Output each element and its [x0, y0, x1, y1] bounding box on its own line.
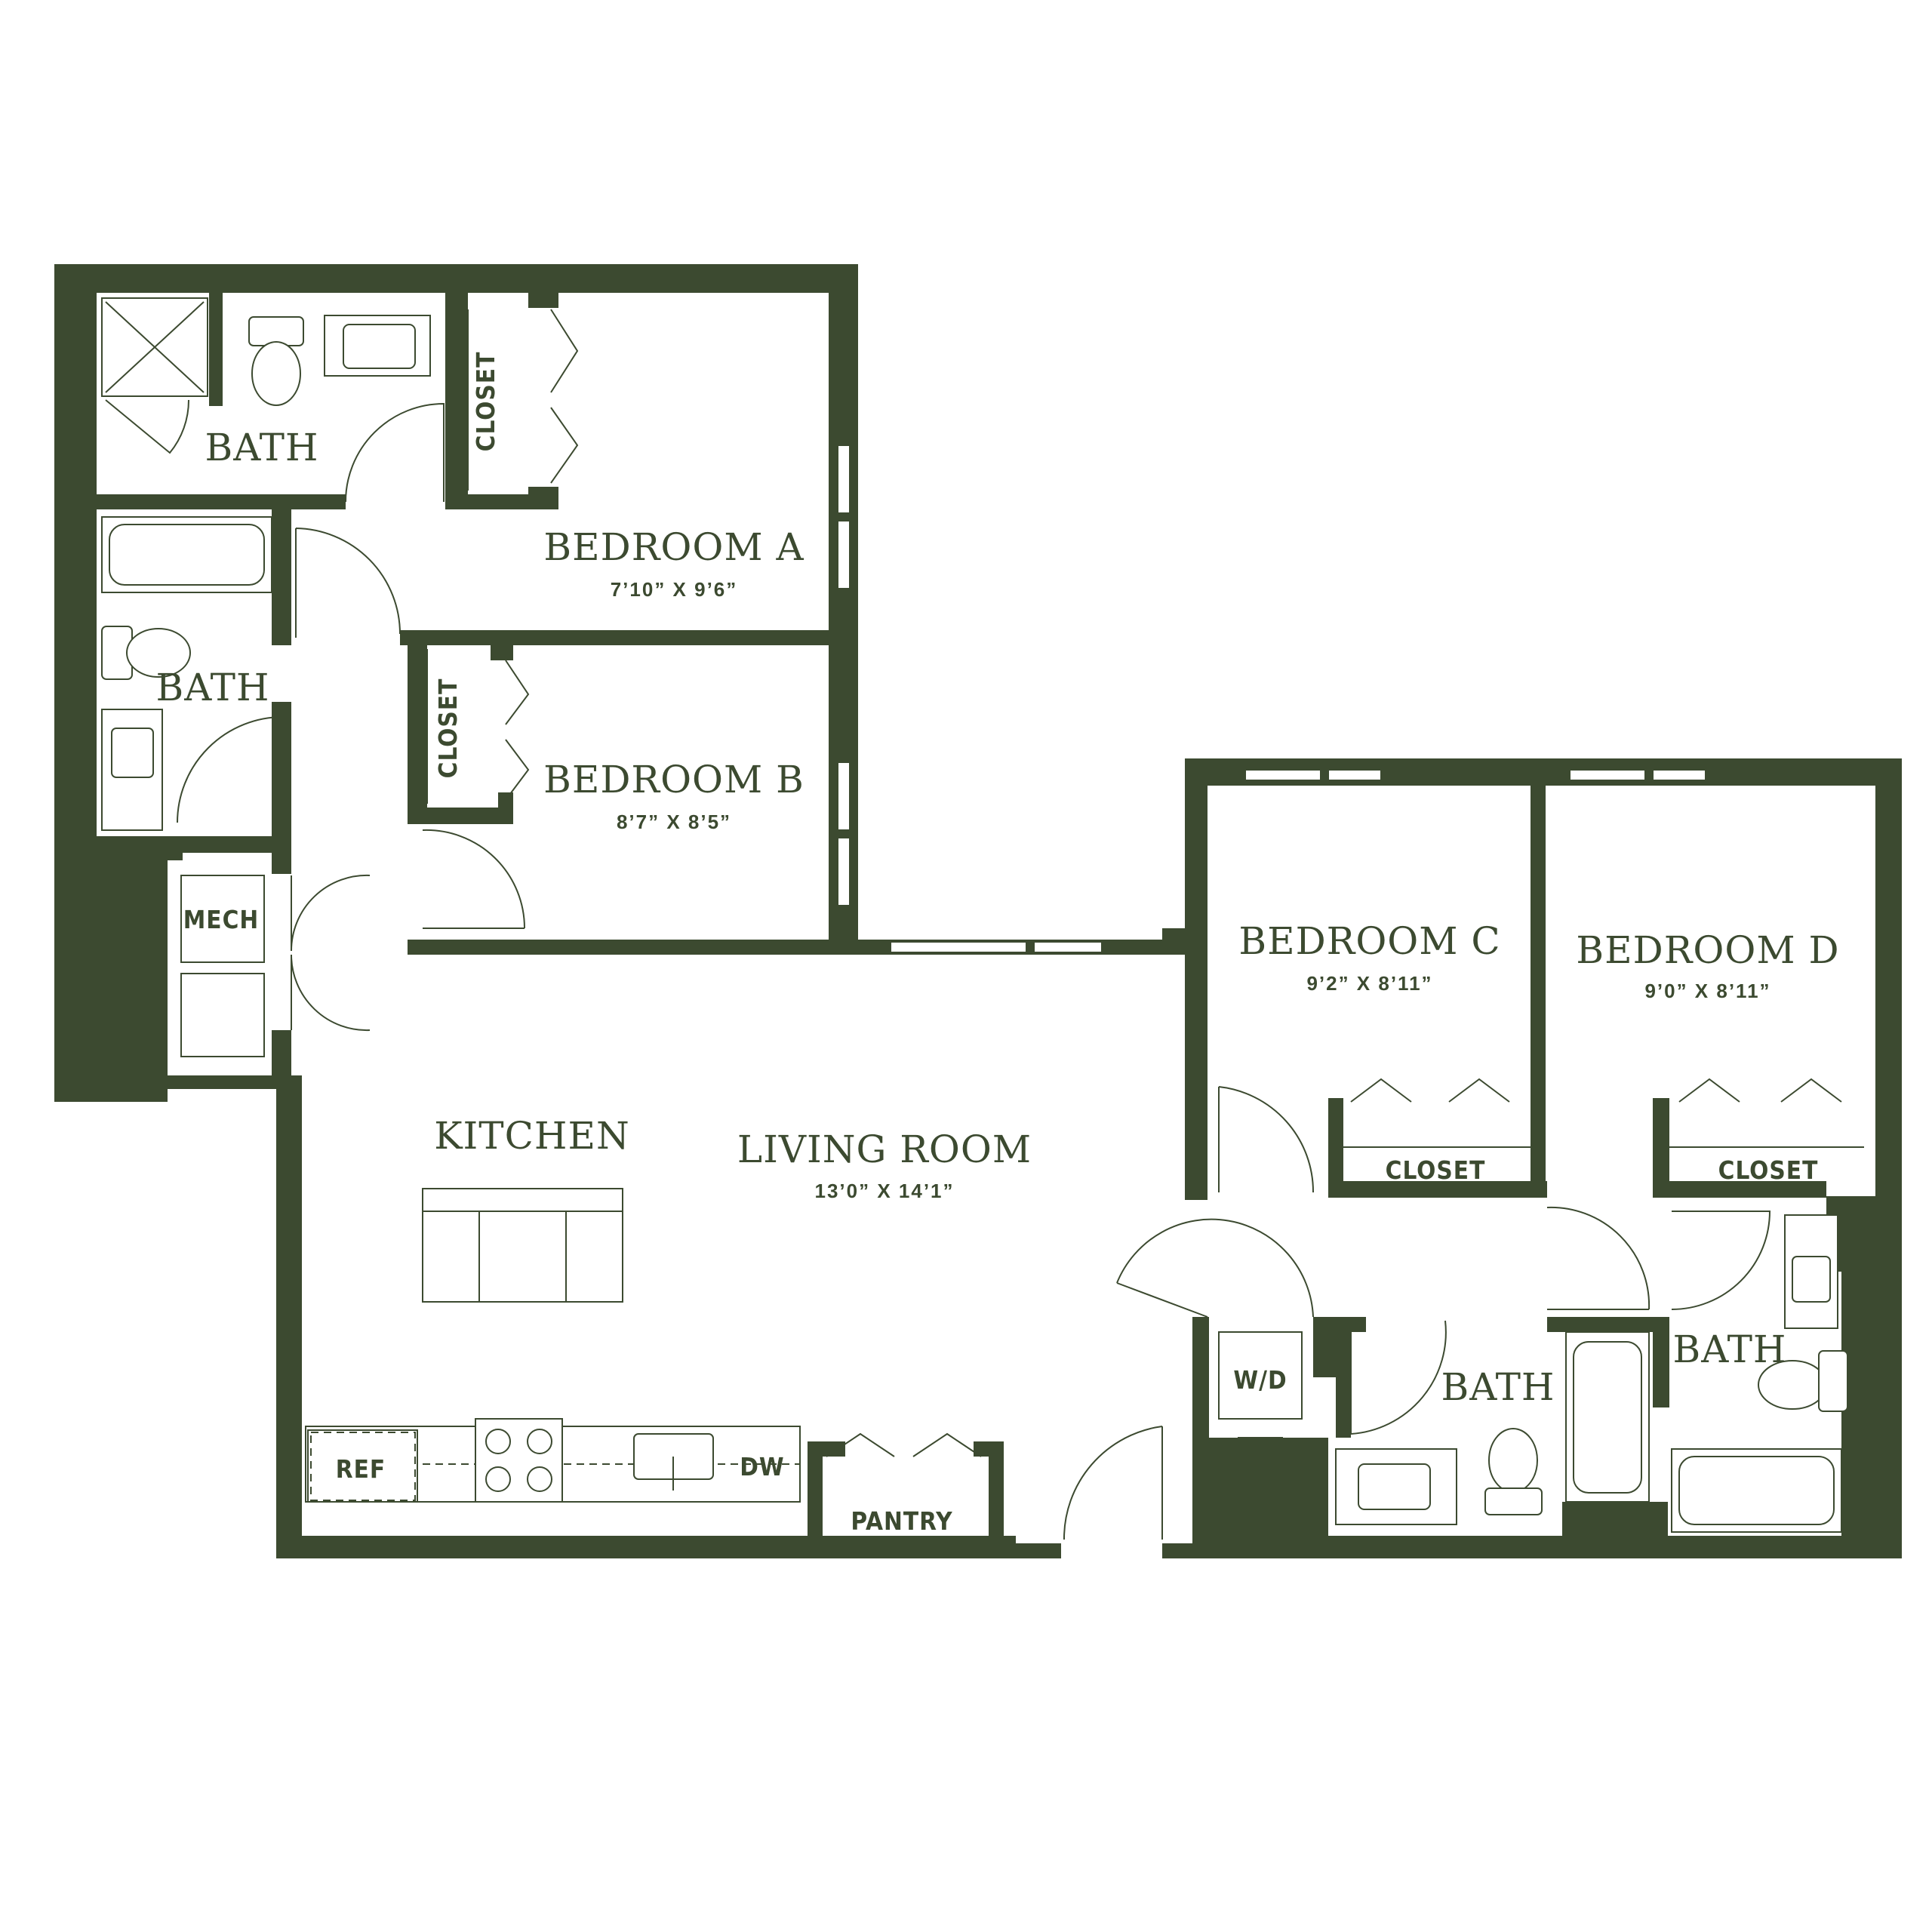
- bifold-door-icon: [1678, 1078, 1842, 1103]
- door-swing-icon: [291, 874, 371, 1032]
- cooktop-icon: [475, 1418, 563, 1503]
- bath-top-left-label: BATH: [205, 426, 318, 469]
- door-swing-icon: [1546, 1206, 1651, 1310]
- bathtub-icon: [101, 516, 272, 593]
- window-icon: [837, 445, 851, 514]
- bifold-door-icon: [505, 660, 530, 801]
- door-swing-icon: [177, 715, 284, 823]
- window-icon: [837, 520, 851, 589]
- closet-a-label: CLOSET: [471, 352, 500, 452]
- sink-icon: [101, 709, 163, 831]
- window-icon: [1327, 769, 1382, 781]
- toilet-icon: [101, 626, 191, 680]
- bath-center-label: BATH: [1441, 1365, 1555, 1409]
- door-swing-icon: [1671, 1211, 1771, 1310]
- doors: [105, 399, 1771, 1540]
- bifold-door-icon: [826, 1432, 982, 1457]
- door-swing-icon: [105, 399, 190, 454]
- window-icon: [837, 837, 851, 906]
- sink-icon: [1335, 1448, 1457, 1525]
- door-swing-icon: [1063, 1426, 1163, 1540]
- bedroom-c-dims: 9’2” X 8’11”: [1306, 972, 1432, 995]
- door-swing-icon: [1218, 1086, 1315, 1193]
- window-icon: [1244, 769, 1321, 781]
- door-swing-icon: [345, 402, 445, 503]
- door-swing-icon: [1350, 1320, 1447, 1435]
- bifold-door-icon: [1350, 1078, 1510, 1103]
- sink-icon: [324, 315, 431, 377]
- ref-label: REF: [336, 1454, 386, 1484]
- bedroom-a-dims: 7’10” X 9’6”: [611, 578, 738, 601]
- pantry-label: PANTRY: [851, 1506, 952, 1536]
- closet-c-label: CLOSET: [1386, 1155, 1486, 1185]
- bath-left-label: BATH: [155, 666, 269, 709]
- mech-label: MECH: [183, 905, 259, 934]
- bath-right-label: BATH: [1672, 1327, 1786, 1371]
- sink-icon: [1784, 1214, 1838, 1329]
- toilet-icon: [1758, 1350, 1848, 1412]
- dw-label: DW: [740, 1452, 784, 1481]
- door-swing-icon: [295, 528, 401, 638]
- living-room-dims: 13’0” X 14’1”: [815, 1180, 955, 1202]
- sink-icon: [633, 1433, 714, 1491]
- bedroom-a-label: BEDROOM A: [543, 525, 804, 569]
- bathtub-icon: [1671, 1448, 1842, 1533]
- kitchen-label: KITCHEN: [434, 1114, 630, 1158]
- toilet-icon: [1484, 1428, 1543, 1515]
- walls: [54, 264, 1902, 1558]
- window-icon: [890, 941, 1027, 953]
- toilet-icon: [248, 316, 304, 406]
- wd-label: W/D: [1233, 1365, 1287, 1395]
- closet-b-label: CLOSET: [433, 678, 463, 779]
- closet-doors: [426, 309, 1864, 1457]
- kitchen-island: [422, 1188, 623, 1303]
- living-room-label: LIVING ROOM: [737, 1128, 1032, 1171]
- bedroom-d-dims: 9’0” X 8’11”: [1644, 980, 1770, 1002]
- bedroom-d-label: BEDROOM D: [1576, 928, 1839, 972]
- room-labels: BATH BATH BEDROOM A 7’10” X 9’6” BEDROOM…: [155, 426, 1839, 1409]
- bedroom-b-label: BEDROOM B: [543, 758, 804, 801]
- windows: [837, 445, 1706, 953]
- closet-d-label: CLOSET: [1718, 1155, 1819, 1185]
- fixtures: [101, 297, 1848, 1533]
- bedroom-b-dims: 8’7” X 8’5”: [617, 811, 731, 833]
- window-icon: [1033, 941, 1103, 953]
- window-icon: [1569, 769, 1646, 781]
- door-swing-icon: [1116, 1218, 1314, 1318]
- door-swing-icon: [422, 829, 525, 929]
- small-labels: CLOSET CLOSET CLOSET CLOSET MECH W/D REF…: [183, 352, 1819, 1536]
- window-icon: [1652, 769, 1706, 781]
- bifold-door-icon: [550, 309, 579, 484]
- bedroom-c-label: BEDROOM C: [1238, 919, 1500, 963]
- window-icon: [837, 761, 851, 831]
- bathtub-icon: [1565, 1331, 1650, 1503]
